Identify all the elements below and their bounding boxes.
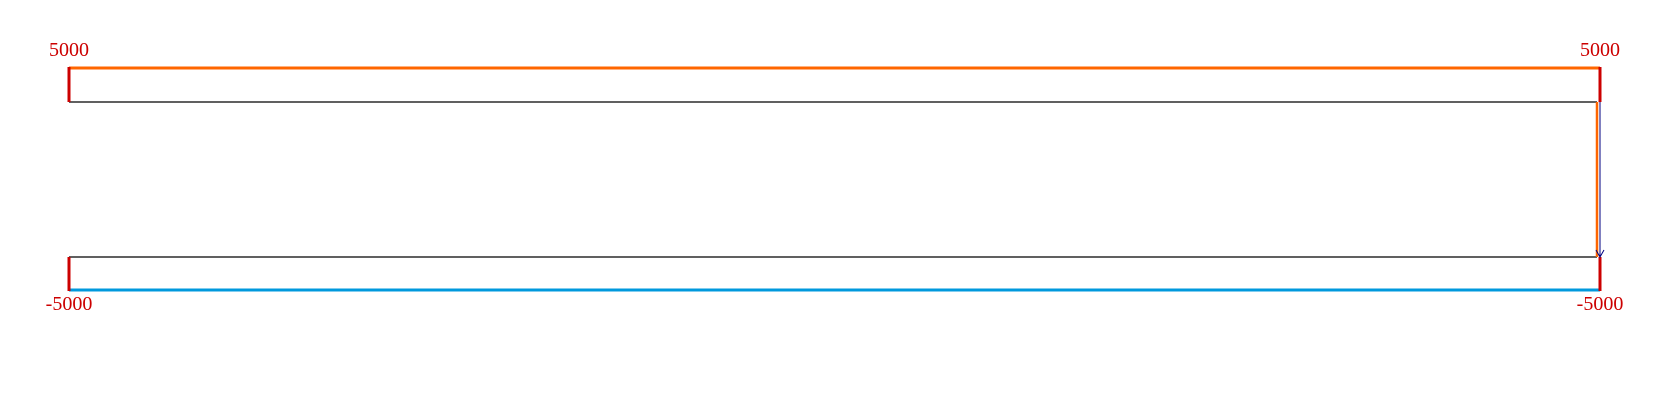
label-top-left: 5000 — [49, 39, 89, 61]
label-bottom-right: -5000 — [1577, 293, 1624, 315]
arrow-down-icon — [1595, 249, 1605, 259]
label-bottom-left: -5000 — [46, 293, 93, 315]
label-top-right: 5000 — [1580, 39, 1620, 61]
